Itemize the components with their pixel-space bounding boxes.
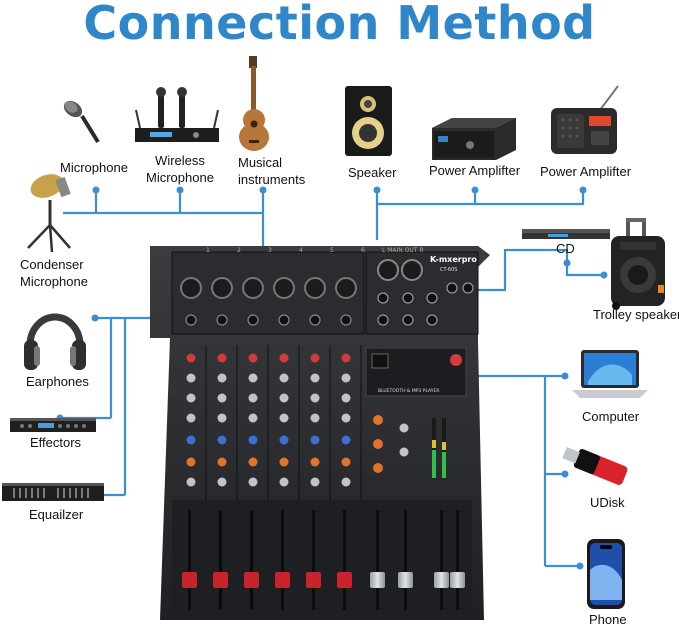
label-line: Musical [238,155,283,170]
wireless-microphone-icon [135,87,219,142]
channel-number: 1 [206,247,210,254]
usb-drive-icon [562,446,628,485]
label-line: Microphone [20,274,88,289]
label-condenser-microphone: Condenser Microphone [20,256,88,290]
condenser-microphone-icon [27,174,71,253]
power-amplifier-icon [432,118,516,160]
label-effectors: Effectors [30,435,82,450]
channel-number: 4 [299,247,303,254]
label-line: Condenser [20,257,84,272]
mixer-model: CT-60S [440,267,457,273]
mixer-brand: K-mxerpro [430,255,477,264]
channel-number: 6 [361,247,365,254]
smartphone-icon [587,539,625,609]
main-out-label: L MAIN OUT R [382,247,424,254]
label-earphones: Earphones [26,374,89,389]
level-meter [432,418,446,478]
audio-mixer: 1 2 3 4 5 6 L MAIN OUT R K-mxerpro CT-60… [150,246,490,620]
channel-strips [186,345,362,500]
channel-number: 5 [330,247,334,254]
label-power-amplifier-2: Power Amplifter [540,164,632,179]
label-wireless-microphone: Wireless Microphone [146,152,214,186]
label-phone: Phone [589,612,627,627]
label-equalizer: Equailzer [29,507,84,522]
page-title: Connection Method [83,0,596,50]
label-cd: CD [556,241,575,256]
label-trolley-speaker: Trolley speaker [593,307,679,322]
label-power-amplifier-1: Power Amplifter [429,163,521,178]
label-line: instruments [238,172,306,187]
label-line: Microphone [146,170,214,185]
headphones-icon [24,313,86,370]
channel-number: 2 [237,247,241,254]
label-udisk: UDisk [590,495,625,510]
channel-number: 3 [268,247,272,254]
effects-processor-icon [10,418,96,432]
label-computer: Computer [582,409,640,424]
label-musical-instruments: Musical instruments [238,154,305,188]
label-microphone: Microphone [60,160,128,175]
speaker-icon [345,86,392,156]
label-line: Wireless [155,153,205,168]
ukulele-icon [239,56,269,151]
equalizer-icon [2,483,104,501]
portable-radio-icon [551,85,619,154]
laptop-icon [572,350,648,398]
cd-player-icon [522,229,610,239]
label-speaker: Speaker [348,165,397,180]
trolley-speaker-icon [611,218,665,310]
bluetooth-label: BLUETOOTH & MP3 PLAYER [378,388,440,394]
microphone-icon [63,100,100,144]
